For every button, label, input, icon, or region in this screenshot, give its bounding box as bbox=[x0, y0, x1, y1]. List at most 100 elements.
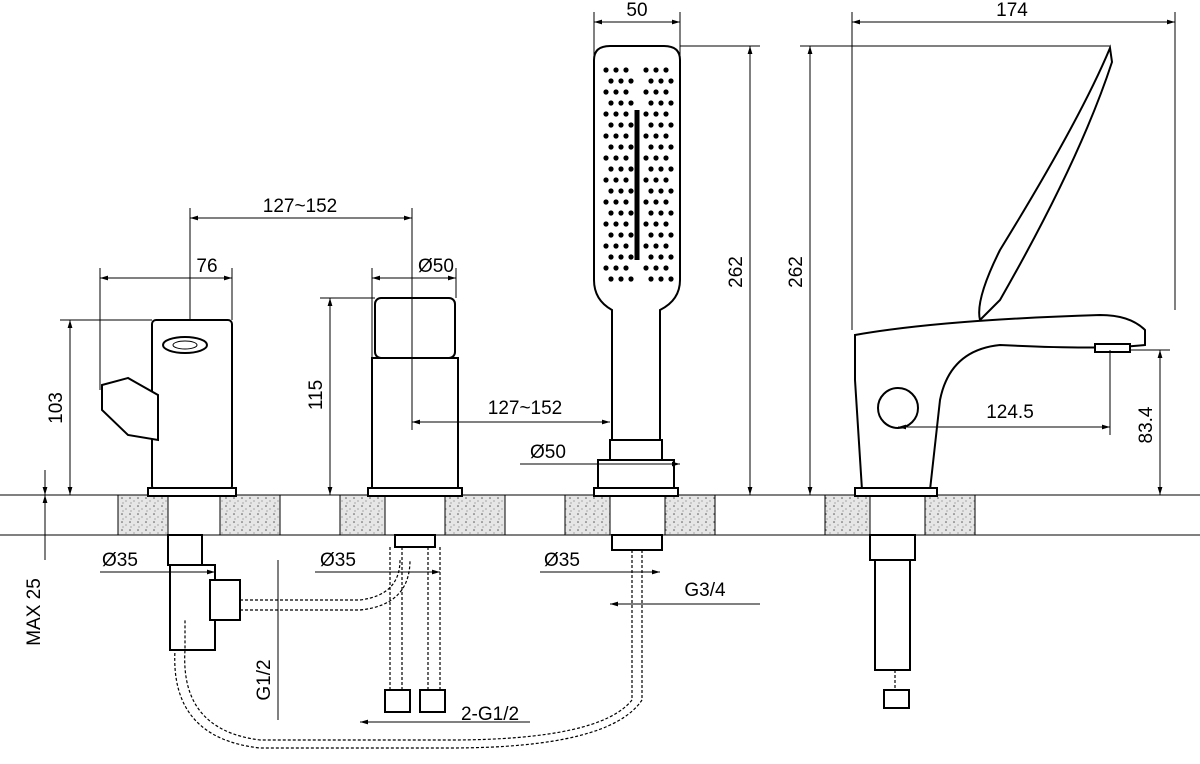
dim-supply-threads: 2-G1/2 bbox=[461, 704, 519, 725]
nozzle-dot bbox=[603, 67, 609, 73]
nozzle-dot bbox=[648, 78, 654, 84]
nozzle-dot bbox=[643, 133, 649, 139]
nozzle-dot bbox=[653, 243, 659, 249]
nozzle-dot bbox=[628, 122, 634, 128]
nozzle-dot bbox=[608, 100, 614, 106]
nozzle-dot bbox=[663, 89, 669, 95]
nozzle-dot bbox=[648, 232, 654, 238]
nozzle-dot bbox=[613, 199, 619, 205]
dim-hose-thread: G3/4 bbox=[684, 580, 726, 601]
dim-shower-base-diameter: Ø50 bbox=[530, 442, 566, 463]
nozzle-dot bbox=[623, 155, 629, 161]
nozzle-dot bbox=[648, 276, 654, 282]
spray-nozzles bbox=[603, 67, 674, 282]
nozzle-dot bbox=[668, 276, 674, 282]
nozzle-dot bbox=[618, 254, 624, 260]
nozzle-dot bbox=[648, 188, 654, 194]
nozzle-dot bbox=[643, 155, 649, 161]
dim-max-deck: MAX 25 bbox=[24, 578, 45, 646]
nozzle-dot bbox=[658, 78, 664, 84]
nozzle-dot bbox=[618, 122, 624, 128]
nozzle-dot bbox=[643, 221, 649, 227]
nozzle-dot bbox=[628, 166, 634, 172]
nozzle-dot bbox=[663, 111, 669, 117]
nozzle-dot bbox=[643, 67, 649, 73]
nozzle-dot bbox=[628, 100, 634, 106]
nozzle-dot bbox=[653, 133, 659, 139]
nozzle-dot bbox=[623, 265, 629, 271]
nozzle-dot bbox=[653, 67, 659, 73]
nozzle-dot bbox=[668, 166, 674, 172]
dim-handle-diameter: Ø50 bbox=[418, 256, 454, 277]
dim-shank-3: Ø35 bbox=[544, 550, 580, 571]
nozzle-dot bbox=[603, 177, 609, 183]
nozzle-dot bbox=[648, 144, 654, 150]
nozzle-dot bbox=[608, 144, 614, 150]
nozzle-dot bbox=[663, 155, 669, 161]
nozzle-dot bbox=[658, 188, 664, 194]
nozzle-dot bbox=[608, 122, 614, 128]
nozzle-dot bbox=[648, 210, 654, 216]
nozzle-dot bbox=[668, 78, 674, 84]
nozzle-dot bbox=[628, 210, 634, 216]
nozzle-dot bbox=[613, 177, 619, 183]
nozzle-dot bbox=[623, 89, 629, 95]
dimension-lines bbox=[42, 12, 1176, 725]
nozzle-dot bbox=[663, 243, 669, 249]
nozzle-dot bbox=[628, 144, 634, 150]
nozzle-dot bbox=[628, 276, 634, 282]
nozzle-dot bbox=[658, 276, 664, 282]
nozzle-dot bbox=[648, 166, 654, 172]
nozzle-dot bbox=[608, 78, 614, 84]
hand-shower-front-view bbox=[174, 45, 681, 749]
nozzle-dot bbox=[623, 177, 629, 183]
nozzle-dot bbox=[613, 67, 619, 73]
nozzle-dot bbox=[608, 188, 614, 194]
nozzle-dot bbox=[618, 210, 624, 216]
nozzle-dot bbox=[663, 133, 669, 139]
nozzle-dot bbox=[658, 144, 664, 150]
nozzle-dot bbox=[668, 144, 674, 150]
nozzle-dot bbox=[653, 89, 659, 95]
nozzle-dot bbox=[623, 221, 629, 227]
dim-inlet-thread: G1/2 bbox=[254, 659, 275, 700]
nozzle-dot bbox=[648, 122, 654, 128]
nozzle-dot bbox=[653, 155, 659, 161]
nozzle-dot bbox=[653, 221, 659, 227]
nozzle-dot bbox=[608, 276, 614, 282]
nozzle-dot bbox=[668, 188, 674, 194]
nozzle-dot bbox=[618, 144, 624, 150]
dim-spacing-top: 127~152 bbox=[263, 196, 338, 217]
nozzle-dot bbox=[643, 111, 649, 117]
dim-shower-height-side: 262 bbox=[786, 256, 807, 288]
nozzle-dot bbox=[623, 67, 629, 73]
dim-reach: 124.5 bbox=[986, 402, 1034, 423]
nozzle-dot bbox=[663, 265, 669, 271]
nozzle-dot bbox=[658, 122, 664, 128]
dim-side-depth: 174 bbox=[996, 0, 1028, 21]
nozzle-dot bbox=[618, 276, 624, 282]
nozzle-dot bbox=[648, 254, 654, 260]
nozzle-dot bbox=[608, 232, 614, 238]
nozzle-dot bbox=[603, 221, 609, 227]
nozzle-dot bbox=[668, 122, 674, 128]
nozzle-dot bbox=[643, 89, 649, 95]
nozzle-dot bbox=[603, 243, 609, 249]
nozzle-dot bbox=[653, 265, 659, 271]
nozzle-dot bbox=[613, 111, 619, 117]
nozzle-dot bbox=[613, 265, 619, 271]
nozzle-dot bbox=[663, 199, 669, 205]
mixer-side-view bbox=[854, 44, 1146, 709]
nozzle-dot bbox=[643, 243, 649, 249]
nozzle-dot bbox=[618, 232, 624, 238]
nozzle-dot bbox=[623, 133, 629, 139]
nozzle-dot bbox=[623, 243, 629, 249]
nozzle-dot bbox=[603, 155, 609, 161]
nozzle-dot bbox=[613, 133, 619, 139]
nozzle-dot bbox=[668, 232, 674, 238]
nozzle-dot bbox=[663, 221, 669, 227]
nozzle-dot bbox=[608, 166, 614, 172]
nozzle-dot bbox=[628, 232, 634, 238]
